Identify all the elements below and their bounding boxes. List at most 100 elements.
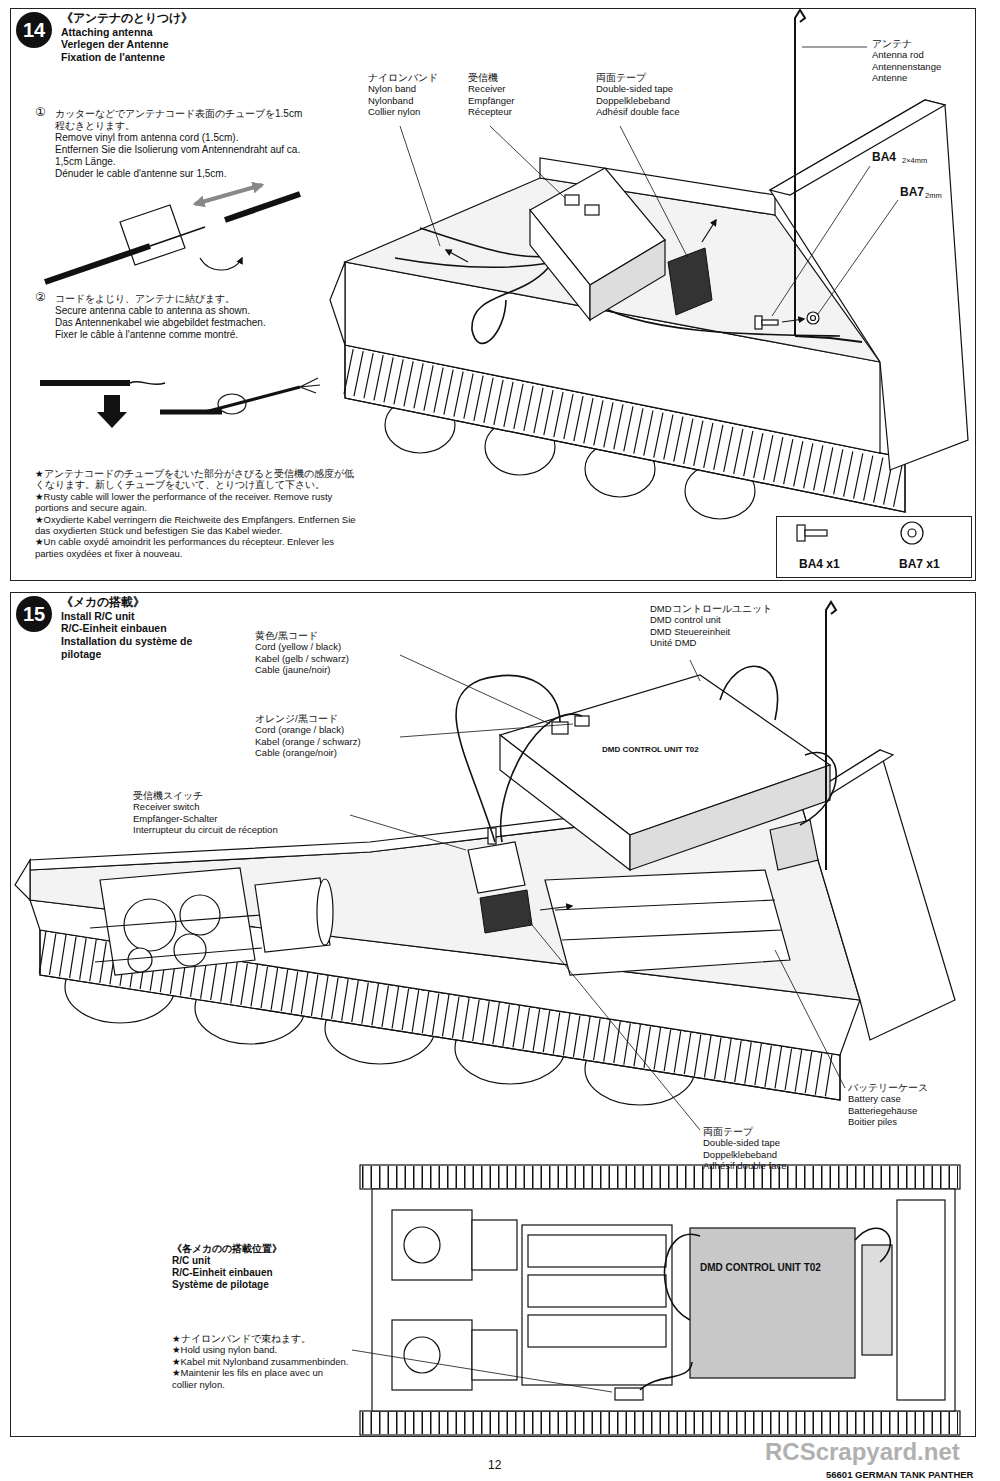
part-callout: Doppelklebeband <box>703 1149 828 1160</box>
view-heading: R/C unit <box>172 1255 352 1267</box>
receiver <box>530 210 590 320</box>
hull-front <box>15 860 30 900</box>
step-title: Install R/C unit <box>61 610 206 623</box>
part-callout: Empfänger-Schalter <box>133 813 348 824</box>
wire <box>640 1362 692 1390</box>
track <box>360 1165 960 1189</box>
bare-wire <box>150 227 205 246</box>
antenna-rod <box>826 602 836 870</box>
view-heading: R/C-Einheit einbauen <box>172 1267 352 1279</box>
gear <box>404 1337 440 1373</box>
leader-line <box>775 950 845 1088</box>
arrow <box>446 250 468 262</box>
receiver-switch <box>615 1388 643 1400</box>
part-callout: Récepteur <box>468 106 568 117</box>
view-heading: 《各メカのの搭載位置》 <box>172 1243 352 1255</box>
battery-cell <box>528 1315 666 1347</box>
instruction-text: Secure antenna cable to antenna as shown… <box>55 305 325 317</box>
part-callout: Boitier piles <box>848 1116 958 1127</box>
wire <box>501 714 582 842</box>
part-callout: Doppelklebeband <box>596 95 716 106</box>
caution-note: ★Oxydierte Kabel verringern die Reichwei… <box>35 514 363 537</box>
wire <box>395 258 555 267</box>
part-callout: Interrupteur du circuit de réception <box>133 824 348 835</box>
page-number: 12 <box>488 1458 501 1472</box>
washer <box>811 316 816 321</box>
connector <box>585 205 599 215</box>
instruction-text: Remove vinyl from antenna cord (1.5cm). <box>55 132 310 144</box>
instruction-text: Fixer le câble à l'antenne comme montré. <box>55 329 325 341</box>
rod-end <box>300 378 320 393</box>
part-callout: Batteriegehäuse <box>848 1105 958 1116</box>
washer-icon <box>908 529 916 537</box>
connector <box>575 716 589 726</box>
part-callout: DMDコントロールユニット <box>650 603 800 614</box>
gearbox <box>392 1320 472 1390</box>
part-callout: Nylon band <box>368 83 460 94</box>
instruction-text: Entfernen Sie die Isolierung vom Antenne… <box>55 144 310 168</box>
leader-line <box>400 655 550 724</box>
leader-line <box>690 660 700 681</box>
caution-note: ★アンテナコードのチューブをむいた部分がさびると受信機の感度が低くなります。新し… <box>35 468 363 491</box>
step-title: Installation du système de pilotage <box>61 635 206 660</box>
part-callout: 受信機 <box>468 72 568 83</box>
part-callout: 黄色/黒コード <box>255 630 405 641</box>
note: ★ナイロンバンドで束ねます。 <box>172 1333 350 1344</box>
screw-icon <box>797 525 805 541</box>
part-callout: Unité DMD <box>650 637 800 648</box>
unit-marking: DMD CONTROL UNIT T02 <box>602 745 714 755</box>
model-name: 56601 GERMAN TANK PANTHER <box>826 1469 973 1480</box>
axle <box>90 915 262 962</box>
antenna-rod <box>205 387 300 412</box>
part-callout: オレンジ/黒コード <box>255 713 405 724</box>
double-sided-tape <box>668 248 712 315</box>
hull-plan <box>372 1189 955 1411</box>
leader-line <box>400 724 573 737</box>
caution-note: ★Rusty cable will lower the performance … <box>35 491 363 514</box>
part-callout: ナイロンバンド <box>368 72 460 83</box>
receiver <box>590 240 665 320</box>
part-callout: Receiver <box>468 83 568 94</box>
washer <box>807 312 819 324</box>
track-links <box>362 1166 958 1188</box>
rear-plate <box>897 1200 945 1400</box>
antenna-cable <box>590 300 840 336</box>
twisted-wire <box>130 382 165 385</box>
part-callout: アンテナ <box>872 38 967 49</box>
step-title: R/C-Einheit einbauen <box>61 622 206 635</box>
step-number-text: 14 <box>23 20 45 40</box>
battery-cell <box>528 1235 666 1267</box>
part-number: BA7 <box>900 185 924 199</box>
leader-line <box>620 126 688 258</box>
part-callout: Battery case <box>848 1093 958 1104</box>
dmd-unit <box>630 765 830 870</box>
step-title: 《アンテナのとりつけ》 <box>61 12 236 26</box>
step-substep: ② <box>35 290 55 304</box>
part-callout: 受信機スイッチ <box>133 790 348 801</box>
part-number: BA4 <box>872 150 896 164</box>
battery-cell <box>528 1275 666 1307</box>
screw <box>755 316 762 329</box>
antenna-rod <box>795 336 862 342</box>
part-callout: Antenne <box>872 72 967 83</box>
wire <box>800 753 836 825</box>
step-title: Fixation de l'antenne <box>61 51 236 64</box>
unit-marking: DMD CONTROL UNIT T02 <box>700 1262 850 1274</box>
leader-line <box>528 920 700 1130</box>
battery-cell <box>555 900 782 940</box>
instruction-text: カッターなどでアンテナコード表面のチューブを1.5cm程むきとります。 <box>55 108 310 132</box>
part-callout: Kabel (orange / schwarz) <box>255 736 405 747</box>
part-callout: 両面テープ <box>596 72 716 83</box>
part-callout: Receiver switch <box>133 801 348 812</box>
step-substep: ① <box>35 105 55 119</box>
antenna-cable <box>472 268 548 343</box>
down-arrow <box>97 395 127 428</box>
rear-plate-edge <box>770 100 945 195</box>
step-number: 14 <box>16 12 52 48</box>
wire <box>720 666 778 720</box>
antenna-rod <box>795 10 805 336</box>
gear <box>128 948 152 972</box>
step-panel: 《メカの搭載》Install R/C unitR/C-Einheit einba… <box>10 592 976 1437</box>
gear <box>404 1227 440 1263</box>
